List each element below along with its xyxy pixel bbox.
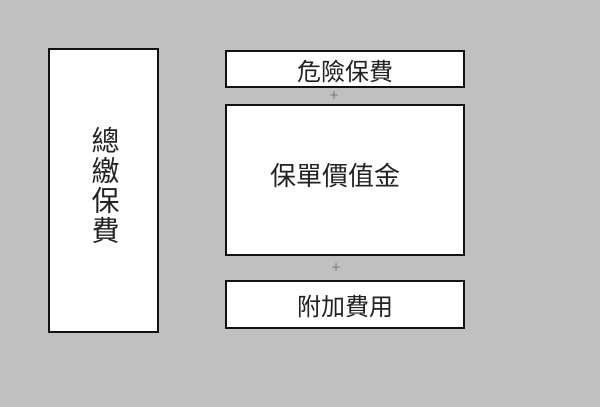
policy-value-label: 保單價值金 (269, 161, 400, 192)
plus-sign: + (329, 88, 340, 102)
total-premium-box: 總繳保費 (48, 48, 159, 333)
total-premium-label: 總繳保費 (87, 125, 121, 246)
plus-sign: + (331, 260, 342, 274)
risk-premium-box: 危險保費 (225, 50, 465, 88)
policy-value-box: 保單價值金 (225, 104, 465, 256)
additional-fees-label: 附加費用 (297, 293, 393, 321)
risk-premium-label: 危險保費 (297, 57, 393, 86)
additional-fees-box: 附加費用 (225, 280, 465, 329)
